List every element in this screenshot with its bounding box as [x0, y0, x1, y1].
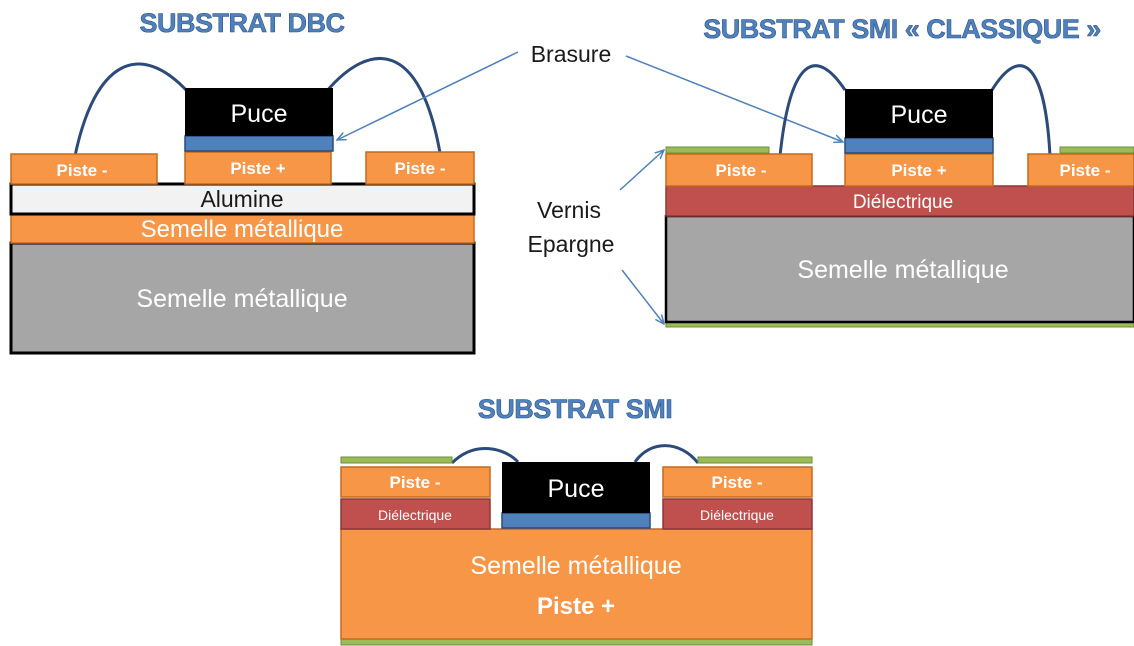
smi-dielectrique-right — [662, 498, 813, 530]
smi-vernis-top-right — [697, 456, 813, 464]
callouts: Brasure Vernis Epargne — [337, 41, 843, 324]
dbc-piste-plus-label: Piste + — [230, 159, 285, 178]
dbc-semelle-orange-label: Semelle métallique — [141, 216, 344, 243]
smi-classique-dielectrique — [665, 185, 1134, 217]
smi-classique-piste-minus-left-label: Piste - — [715, 161, 766, 180]
smi-classique-puce — [845, 89, 993, 138]
smi-piste-minus-right-label: Piste - — [711, 473, 762, 492]
dbc-alumine-label: Alumine — [200, 186, 283, 212]
dbc-piste-minus-right-label: Piste - — [394, 159, 445, 178]
smi-piste-minus-right — [662, 466, 813, 498]
bond-wire-right — [324, 57, 442, 154]
dbc-puce-label: Puce — [231, 100, 288, 128]
smi-classique-semelle-label: Semelle métallique — [797, 256, 1008, 284]
smi-dielectrique-right-label: Diélectrique — [700, 507, 774, 523]
arrow-brasure-left — [337, 51, 519, 140]
callout-vernis-line2: Epargne — [528, 231, 615, 257]
smi-classique-puce-label: Puce — [891, 101, 948, 129]
smi-classique-piste-plus — [844, 153, 994, 187]
smi-classique-vernis-top-left — [665, 146, 770, 154]
smi-semelle-label: Semelle métallique — [470, 552, 681, 580]
dbc-brasure — [184, 135, 334, 152]
smi-substrate: Semelle métallique Piste + Diélectrique … — [340, 444, 813, 646]
dbc-piste-plus — [184, 151, 332, 185]
smi-semelle — [340, 528, 813, 640]
smi-vernis-top-left — [340, 456, 453, 464]
title-dbc: SUBSTRAT DBC — [140, 8, 345, 38]
callout-vernis-line1: Vernis — [537, 197, 601, 223]
smi-classique-piste-minus-left — [665, 153, 813, 187]
dbc-substrate: Semelle métallique Semelle métallique Al… — [9, 57, 476, 355]
smi-piste-plus-label: Piste + — [537, 593, 615, 620]
smi-piste-minus-left-label: Piste - — [389, 473, 440, 492]
arrow-vernis-top — [619, 150, 664, 191]
bond-wire-left — [778, 64, 847, 157]
bond-wire-left — [73, 62, 190, 157]
smi-classique-brasure — [844, 137, 994, 154]
smi-puce-label: Puce — [548, 475, 605, 503]
dbc-semelle-gray-label: Semelle métallique — [136, 285, 347, 313]
bond-wire-left — [450, 447, 520, 465]
bond-wire-right — [633, 444, 700, 464]
smi-puce — [502, 462, 650, 513]
callout-brasure: Brasure — [531, 41, 612, 67]
smi-classique-dielectrique-label: Diélectrique — [853, 192, 953, 213]
smi-brasure — [501, 512, 651, 529]
dbc-puce — [185, 88, 333, 136]
smi-dielectrique-left-label: Diélectrique — [378, 507, 452, 523]
smi-classique-piste-plus-label: Piste + — [891, 161, 946, 180]
arrow-vernis-bottom — [621, 269, 664, 324]
smi-piste-minus-left — [340, 466, 491, 498]
smi-classique-substrate: Semelle métallique Diélectrique Piste - … — [664, 64, 1134, 328]
title-smi: SUBSTRAT SMI — [478, 394, 673, 424]
smi-classique-piste-minus-right — [1027, 153, 1134, 187]
arrow-brasure-right — [625, 55, 843, 142]
dbc-semelle-gray — [9, 241, 476, 355]
smi-classique-piste-minus-right-label: Piste - — [1059, 161, 1110, 180]
smi-dielectrique-left — [340, 498, 491, 530]
smi-vernis-bottom — [340, 638, 813, 646]
dbc-semelle-orange — [10, 213, 475, 244]
smi-classique-vernis-top-right — [1059, 146, 1134, 154]
dbc-piste-minus-left-label: Piste - — [56, 161, 107, 180]
dbc-piste-minus-right — [365, 151, 475, 185]
bond-wire-right — [990, 64, 1052, 157]
title-smi-classique: SUBSTRAT SMI « CLASSIQUE » — [703, 14, 1101, 44]
dbc-piste-minus-left — [10, 153, 158, 185]
